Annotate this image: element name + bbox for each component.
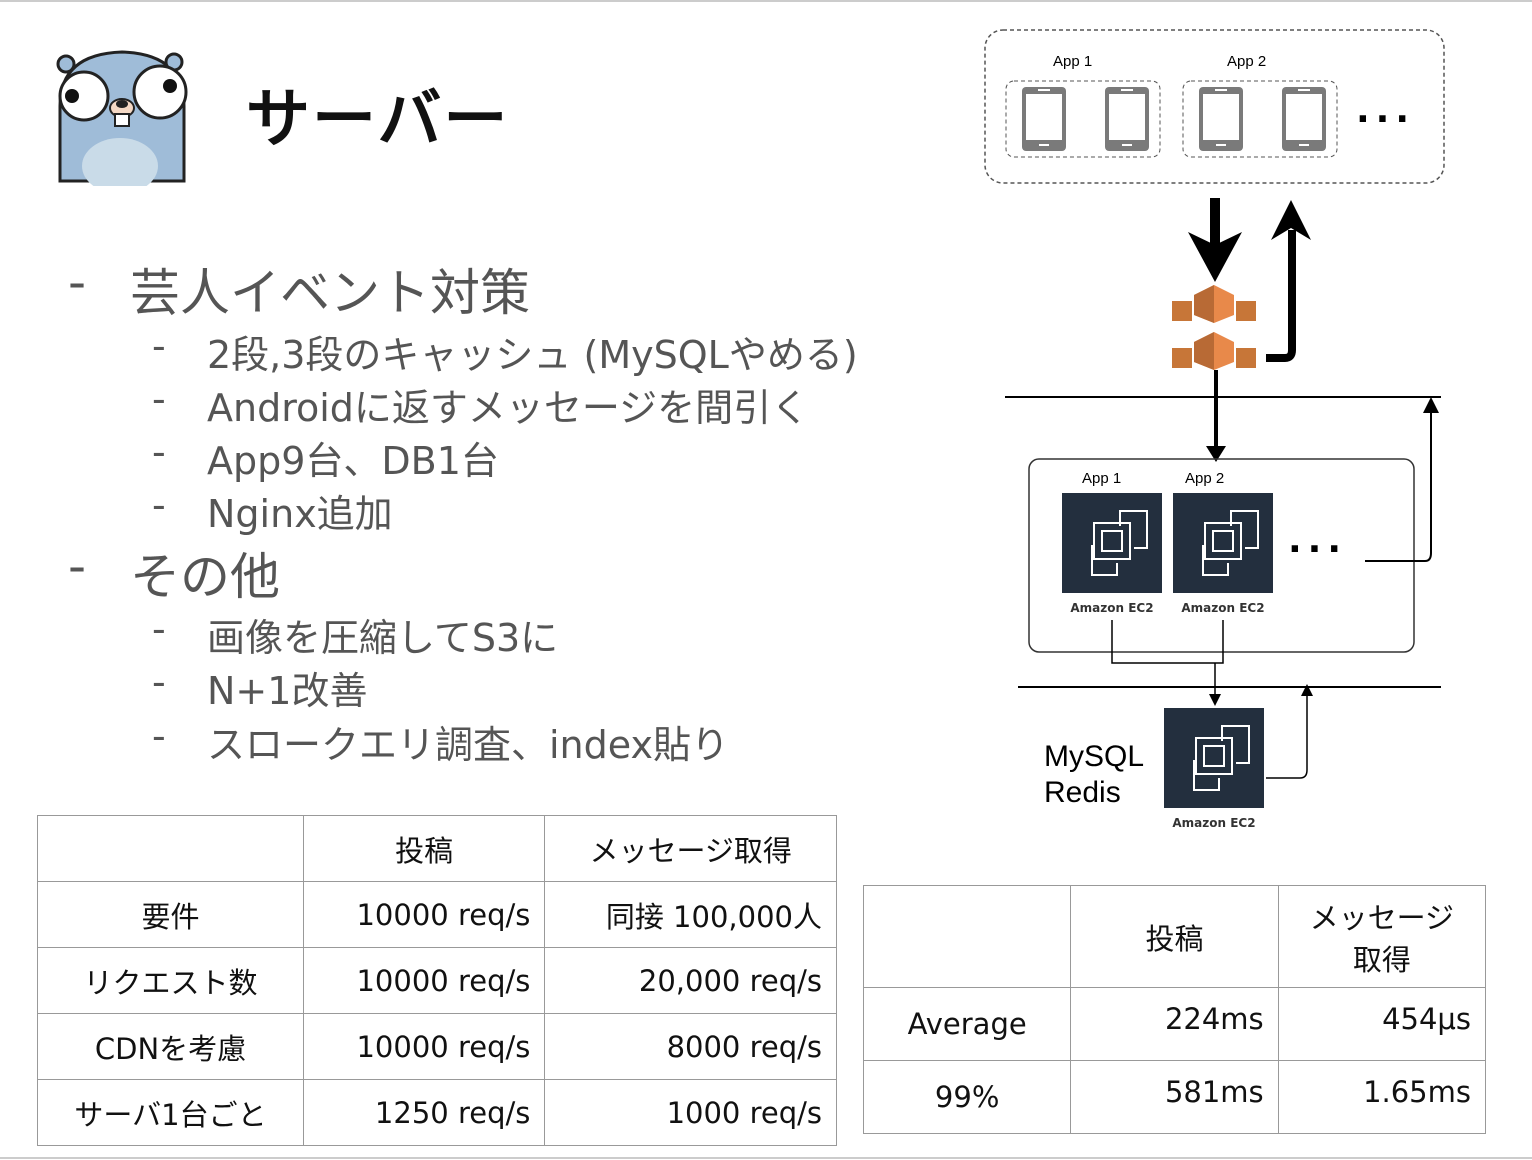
bullet-dash: - (68, 253, 87, 311)
header-cell (862, 885, 1072, 988)
table-cell: リクエスト数 (37, 947, 304, 1014)
table-cell: 要件 (37, 881, 304, 948)
bullet-item: 芸人イベント対策 (130, 264, 530, 322)
gopher-mascot (56, 50, 188, 186)
table-cell: 同接 100,000人 (544, 881, 837, 948)
servers-ellipsis: ... (1288, 520, 1347, 561)
table-cell: Average (862, 987, 1072, 1061)
server-app1-label: App 1 (1082, 470, 1121, 487)
table-cell: 1000 req/s (544, 1079, 837, 1146)
sub-bullet-dash: - (152, 430, 166, 474)
table-header-row: 投稿 メッセージ取得 (862, 885, 1487, 988)
phone-icon (1105, 87, 1149, 151)
phone-icon (1282, 87, 1326, 151)
clients-ellipsis: ... (1356, 90, 1415, 131)
sub-bullet-dash: - (152, 324, 166, 368)
phone-icon (1022, 87, 1066, 151)
ec2-label: Amazon EC2 (1070, 601, 1153, 615)
table-cell: CDNを考慮 (37, 1013, 304, 1080)
header-cell: 投稿 (302, 815, 546, 882)
sub-bullet-item: スロークエリ調査、index貼り (207, 723, 729, 767)
header-cell (37, 815, 304, 882)
sub-bullet-item: Androidに返すメッセージを間引く (207, 386, 810, 430)
db-label-redis: Redis (1044, 776, 1121, 809)
table-cell: 1250 req/s (302, 1079, 546, 1146)
phone-icon (1199, 87, 1243, 151)
table-cell: 8000 req/s (544, 1013, 837, 1080)
sub-bullet-item: Nginx追加 (207, 492, 393, 536)
ec2-icon (1061, 492, 1163, 594)
table-cell: 10000 req/s (302, 1013, 546, 1080)
clients-group (984, 29, 1445, 184)
bottom-border (0, 1157, 1532, 1159)
sub-bullet-dash: - (152, 607, 166, 651)
client-app2-label: App 2 (1227, 53, 1266, 70)
table-cell: 224ms (1070, 987, 1279, 1061)
header-cell: 投稿 (1070, 885, 1279, 988)
table-cell: 10000 req/s (302, 947, 546, 1014)
table-cell: 10000 req/s (302, 881, 546, 948)
cloudfront-icon (1172, 332, 1256, 370)
bullet-item: その他 (130, 548, 280, 606)
sub-bullet-item: N+1改善 (207, 669, 368, 713)
header-line: メッセージ (1309, 900, 1455, 935)
table-cell: 581ms (1070, 1060, 1279, 1134)
server-app2-label: App 2 (1185, 470, 1224, 487)
db-label-mysql: MySQL (1044, 740, 1144, 773)
table-header-row: 投稿 メッセージ取得 (37, 815, 837, 882)
slide-title: サーバー (246, 83, 510, 157)
sub-bullet-dash: - (152, 714, 166, 758)
table-cell: サーバ1台ごと (37, 1079, 304, 1146)
header-cell: メッセージ取得 (544, 815, 837, 882)
sub-bullet-dash: - (152, 660, 166, 704)
header-line: 取得 (1352, 942, 1411, 977)
sub-bullet-item: 2段,3段のキャッシュ (MySQLやめる) (207, 333, 858, 377)
ec2-label: Amazon EC2 (1181, 601, 1264, 615)
sub-bullet-dash: - (152, 377, 166, 421)
ec2-icon (1163, 707, 1265, 809)
header-cell: メッセージ取得 (1277, 885, 1487, 988)
ec2-label: Amazon EC2 (1172, 816, 1255, 830)
sub-bullet-dash: - (152, 483, 166, 527)
ec2-icon (1172, 492, 1274, 594)
cloudfront-icon (1172, 285, 1256, 323)
table-cell: 1.65ms (1277, 1060, 1487, 1134)
app-servers-group (1028, 458, 1415, 653)
response-arrow (1266, 230, 1296, 362)
table-cell: 454μs (1277, 987, 1487, 1061)
sub-bullet-item: 画像を圧縮してS3に (207, 616, 559, 660)
sub-bullet-item: App9台、DB1台 (207, 439, 499, 483)
bullet-dash: - (68, 537, 87, 595)
table-cell: 20,000 req/s (544, 947, 837, 1014)
client-app1-label: App 1 (1053, 53, 1092, 70)
top-border (0, 0, 1532, 2)
